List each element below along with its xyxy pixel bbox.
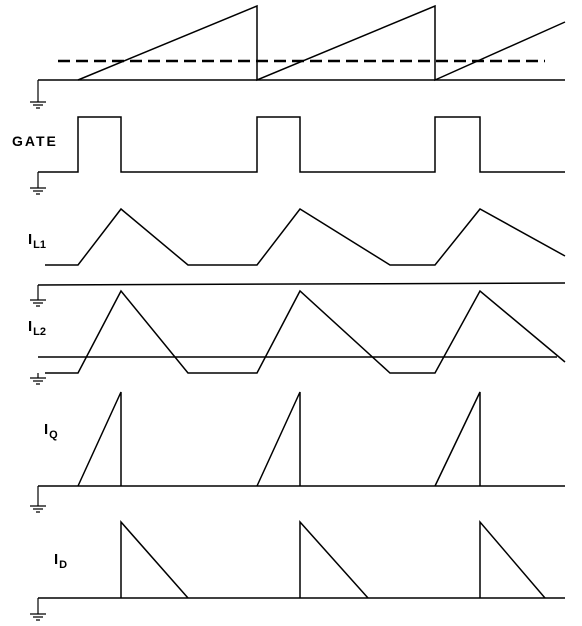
il1-label: IL1	[28, 231, 46, 251]
gate-panel: GATE	[12, 116, 565, 195]
id-waveform	[120, 519, 546, 599]
id-label: ID	[54, 551, 67, 571]
ground-icon	[30, 172, 46, 195]
iq-label: IQ	[44, 421, 58, 441]
ground-icon	[30, 373, 46, 385]
iq-waveform	[77, 391, 481, 487]
gate-waveform	[38, 116, 565, 173]
il2-label: IL2	[28, 318, 46, 338]
il1-panel: IL1	[28, 207, 566, 266]
ground-icon	[30, 285, 46, 307]
ground-icon	[30, 80, 46, 109]
ground-icon	[30, 598, 46, 621]
gate-label: GATE	[12, 133, 58, 149]
il2-top-line	[37, 282, 566, 286]
ramp-sawtooth	[77, 4, 566, 82]
id-panel: ID	[30, 519, 565, 621]
il1-waveform	[45, 207, 566, 266]
ground-icon	[30, 486, 46, 513]
ramp-panel	[30, 4, 566, 109]
iq-panel: IQ	[30, 391, 565, 513]
il2-waveform	[45, 289, 566, 374]
il2-panel: IL2	[28, 282, 566, 385]
